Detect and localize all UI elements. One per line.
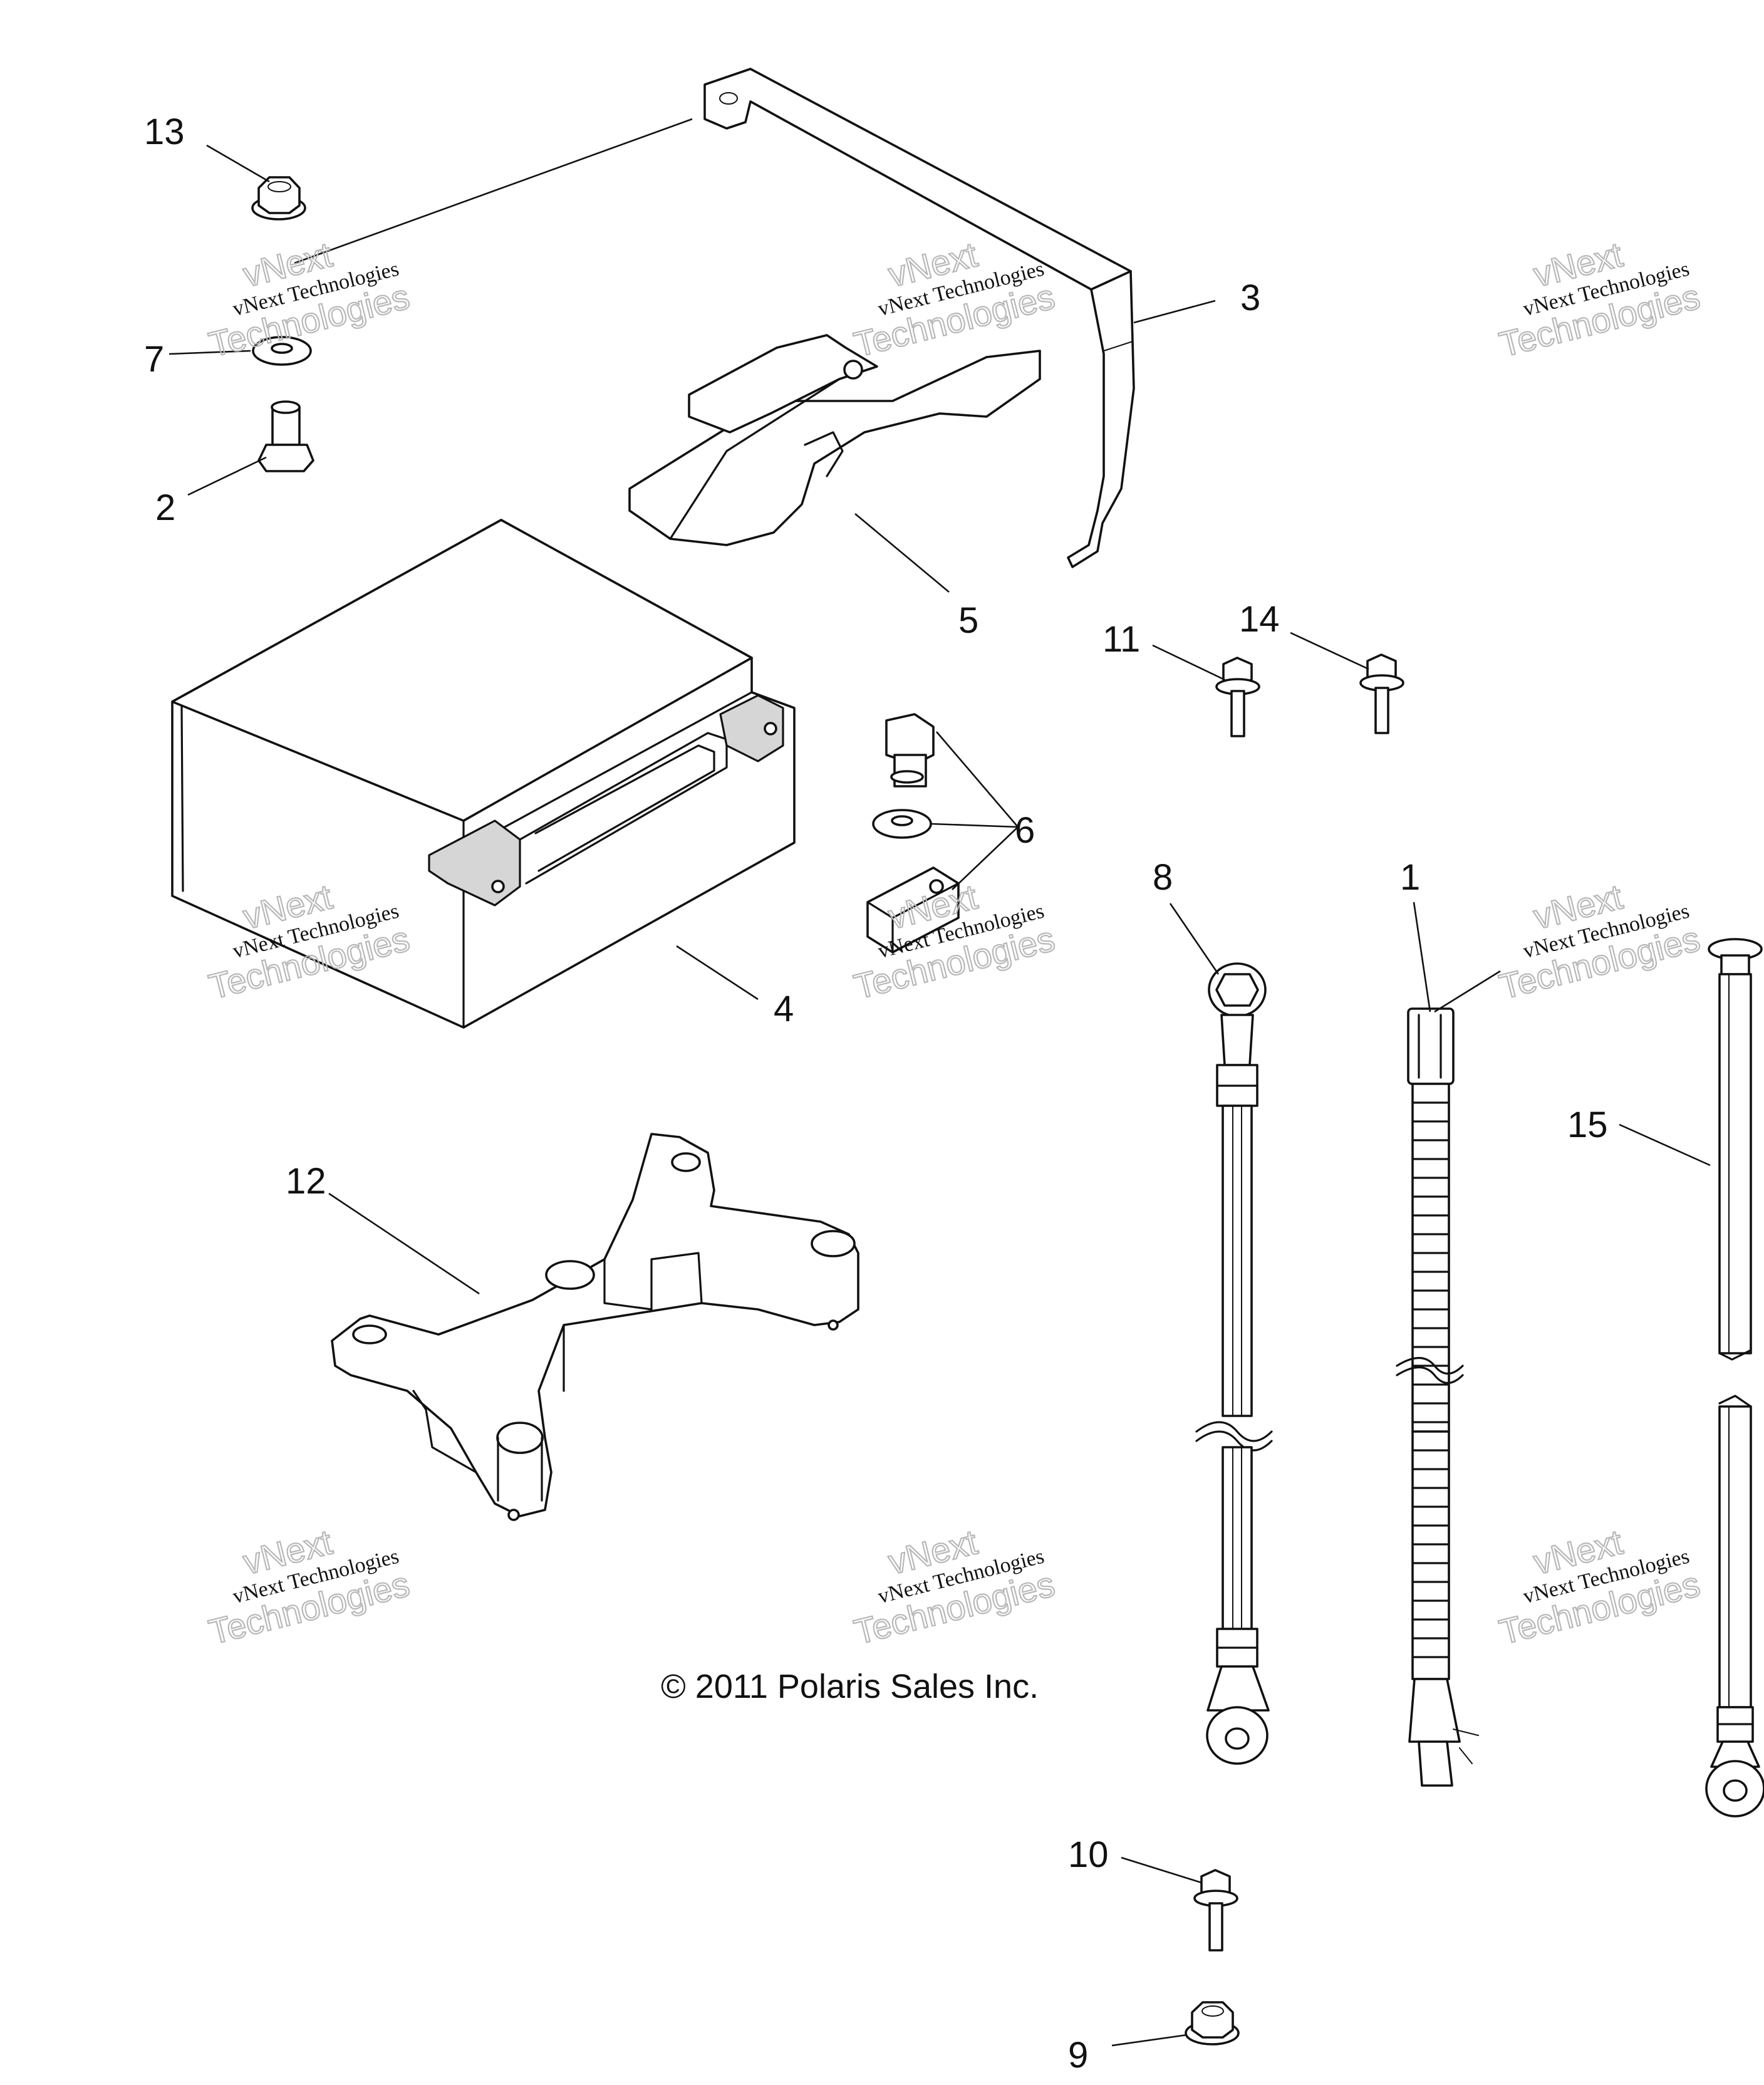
callout-9: 9	[1068, 2035, 1088, 2076]
battery-cable-8	[1195, 962, 1273, 1765]
callout-3: 3	[1240, 278, 1260, 318]
bolt-2	[257, 400, 314, 472]
flange-bolt-10	[1193, 1869, 1238, 1952]
callout-12: 12	[286, 1161, 326, 1202]
flange-nut-9	[1185, 2001, 1240, 2046]
callout-10: 10	[1068, 1834, 1109, 1875]
callout-2: 2	[155, 487, 175, 528]
callout-13: 13	[144, 112, 185, 152]
callout-6: 6	[1015, 810, 1035, 851]
battery-bracket	[628, 334, 1041, 546]
callout-14: 14	[1239, 599, 1280, 640]
callout-7: 7	[144, 339, 164, 380]
flange-bolt-11	[1215, 657, 1260, 737]
callout-8: 8	[1153, 857, 1173, 898]
leader-lines	[169, 118, 1711, 2047]
washer-7	[252, 336, 312, 366]
copyright-notice: © 2011 Polaris Sales Inc.	[661, 1668, 1039, 1705]
wire-harness-1	[1396, 1007, 1479, 1787]
flange-bolt-14	[1359, 653, 1404, 734]
battery-strap	[703, 68, 1135, 568]
callout-1: 1	[1400, 857, 1420, 898]
callout-15: 15	[1567, 1105, 1608, 1145]
watermarks: vNext vNext Technologies Technologies vN…	[204, 234, 1704, 1653]
battery	[171, 519, 796, 1029]
flange-nut-13	[251, 176, 306, 221]
terminal-hardware-6	[866, 713, 960, 954]
callout-11: 11	[1102, 619, 1140, 660]
battery-tray	[331, 1133, 859, 1521]
battery-cable-15	[1705, 938, 1764, 1817]
callout-5: 5	[958, 600, 978, 641]
callout-4: 4	[774, 989, 794, 1029]
callout-numbers: 13 7 2 3 5 11 14 6 8 1 4 15 12 10 9	[144, 112, 1608, 2076]
